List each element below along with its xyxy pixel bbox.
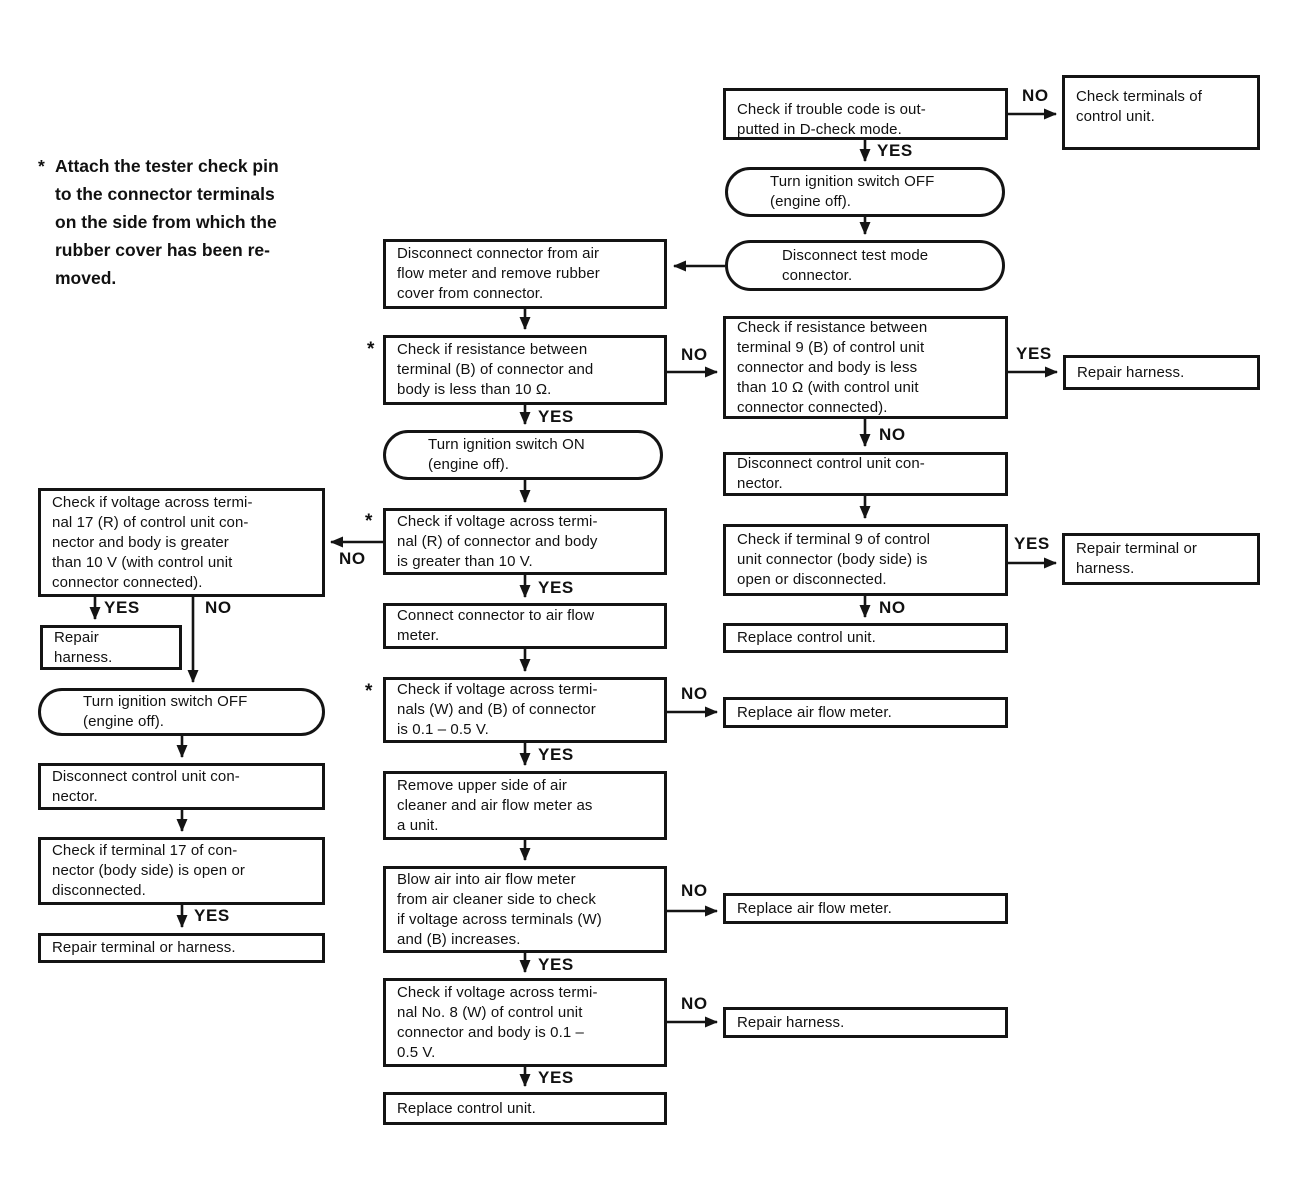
edge-label-yes: YES — [538, 745, 574, 764]
edge-label-yes: YES — [1016, 344, 1052, 363]
flow-node-turn-ignition-on: Turn ignition switch ON (engine off). — [383, 430, 663, 480]
flow-node-disconnect-control-unit-right: Disconnect control unit con- nector. — [723, 452, 1008, 496]
flow-node-turn-ignition-off-top: Turn ignition switch OFF (engine off). — [725, 167, 1005, 217]
flow-node-replace-control-unit-right: Replace control unit. — [723, 623, 1008, 653]
edge-label-no: NO — [681, 994, 708, 1013]
edge-label-no: NO — [205, 598, 232, 617]
asterisk-marker: * — [365, 511, 373, 532]
flow-node-repair-harness-left: Repair harness. — [40, 625, 182, 670]
edge-label-no: NO — [681, 345, 708, 364]
flow-node-disconnect-afm-connector: Disconnect connector from air flow meter… — [383, 239, 667, 309]
flow-node-check-voltage-terminal-8: Check if voltage across termi- nal No. 8… — [383, 978, 667, 1067]
flow-node-check-voltage-w-b: Check if voltage across termi- nals (W) … — [383, 677, 667, 743]
flow-node-replace-control-unit-bottom: Replace control unit. — [383, 1092, 667, 1125]
asterisk-marker: * — [367, 339, 375, 360]
edge-label-no: NO — [339, 549, 366, 568]
edge-label-no: NO — [1022, 86, 1049, 105]
flow-node-repair-terminal-or-harness-left: Repair terminal or harness. — [38, 933, 325, 963]
edge-label-no: NO — [879, 598, 906, 617]
edge-label-yes: YES — [538, 1068, 574, 1087]
footnote: * Attach the tester check pin to the con… — [38, 152, 344, 292]
flow-node-turn-ignition-off-left: Turn ignition switch OFF (engine off). — [38, 688, 325, 736]
flow-node-connect-connector-to-afm: Connect connector to air flow meter. — [383, 603, 667, 649]
edge-label-yes: YES — [104, 598, 140, 617]
edge-label-yes: YES — [538, 955, 574, 974]
flow-node-check-terminals-of-control-unit: Check terminals of control unit. — [1062, 75, 1260, 150]
edge-label-yes: YES — [1014, 534, 1050, 553]
flow-node-check-terminal-17: Check if terminal 17 of con- nector (bod… — [38, 837, 325, 905]
edge-label-no: NO — [681, 684, 708, 703]
flow-node-check-voltage-terminal-17: Check if voltage across termi- nal 17 (R… — [38, 488, 325, 597]
edge-label-yes: YES — [877, 141, 913, 160]
footnote-text: Attach the tester check pin to the conne… — [55, 156, 279, 288]
asterisk-marker: * — [365, 681, 373, 702]
flow-node-check-trouble-code: Check if trouble code is out- putted in … — [723, 88, 1008, 140]
edge-label-no: NO — [879, 425, 906, 444]
flow-node-blow-air-into-afm: Blow air into air flow meter from air cl… — [383, 866, 667, 953]
flow-node-disconnect-control-unit-left: Disconnect control unit con- nector. — [38, 763, 325, 810]
flow-node-repair-harness-bottom: Repair harness. — [723, 1007, 1008, 1038]
flow-node-check-terminal-9: Check if terminal 9 of control unit conn… — [723, 524, 1008, 596]
edge-label-no: NO — [681, 881, 708, 900]
edge-label-yes: YES — [538, 578, 574, 597]
edge-label-yes: YES — [194, 906, 230, 925]
flow-node-replace-afm-1: Replace air flow meter. — [723, 697, 1008, 728]
flow-node-check-resistance-terminal-b: Check if resistance between terminal (B)… — [383, 335, 667, 405]
flow-node-check-resistance-terminal-9: Check if resistance between terminal 9 (… — [723, 316, 1008, 419]
flow-node-repair-harness-right: Repair harness. — [1063, 355, 1260, 390]
footnote-asterisk: * — [38, 156, 45, 176]
flow-node-repair-terminal-or-harness-right: Repair terminal or harness. — [1062, 533, 1260, 585]
flow-node-replace-afm-2: Replace air flow meter. — [723, 893, 1008, 924]
flow-node-disconnect-test-mode-connector: Disconnect test mode connector. — [725, 240, 1005, 291]
flow-node-check-voltage-terminal-r: Check if voltage across termi- nal (R) o… — [383, 508, 667, 575]
edge-label-yes: YES — [538, 407, 574, 426]
flow-node-remove-upper-air-cleaner: Remove upper side of air cleaner and air… — [383, 771, 667, 840]
